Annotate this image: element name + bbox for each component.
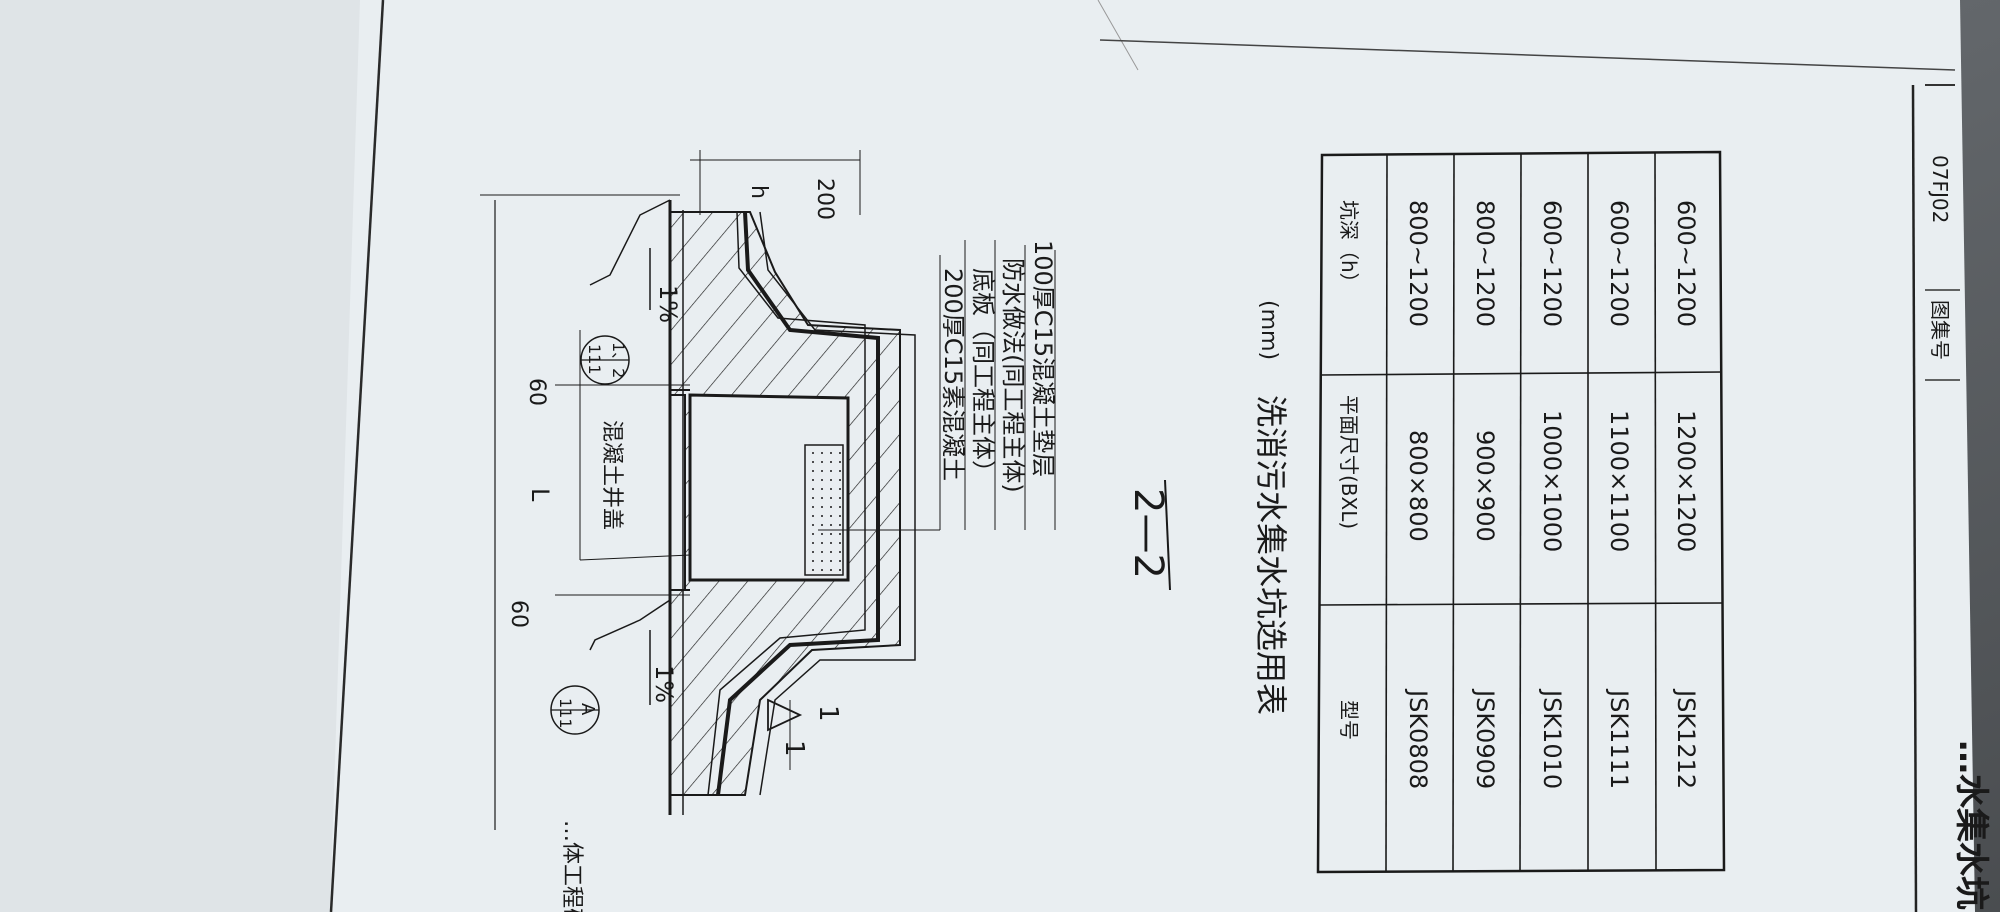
dim-200: 200 xyxy=(812,178,837,220)
table-cell: 800×800 xyxy=(1404,430,1432,542)
layer-note-3: 防水做法(同工程主体) xyxy=(999,258,1027,493)
table-header-depth: 坑深（h） xyxy=(1337,200,1361,293)
ref-a-top: A xyxy=(577,703,598,716)
selection-table: 洗消污水集水坑选用表 (mm) 型号 平面尺寸(BXL) 坑深（h） JSK08… xyxy=(1252,150,1726,874)
atlas-label: 图集号 xyxy=(1928,300,1952,360)
page-shadow xyxy=(0,0,360,912)
edge-note: …体工程确定 xyxy=(559,820,584,912)
table-cell: 600~1200 xyxy=(1538,200,1566,327)
waterproof-layer xyxy=(716,211,880,796)
table-cell: 600~1200 xyxy=(1605,200,1633,327)
table-unit: (mm) xyxy=(1256,300,1281,360)
dim-slope-top: 1% xyxy=(654,285,682,323)
table-cell: 800~1200 xyxy=(1471,200,1499,327)
section-drawing xyxy=(480,150,1171,830)
table-cell: 900×900 xyxy=(1471,430,1499,542)
atlas-number: 07FJ02 xyxy=(1928,155,1952,223)
dim-60-bottom: 60 xyxy=(506,600,531,628)
table-cell: 600~1200 xyxy=(1672,200,1700,327)
cover-label: 混凝土井盖 xyxy=(599,420,624,530)
dim-depth: h xyxy=(746,185,771,199)
title-block-border xyxy=(1911,84,1918,912)
section-name: 2—2 xyxy=(1125,488,1171,579)
table-cell: 1200×1200 xyxy=(1672,410,1700,552)
dim-span: L xyxy=(526,488,554,502)
ref-12-top: 1、2 xyxy=(609,342,628,378)
table-cell: 1100×1100 xyxy=(1605,410,1633,552)
table-cell: 800~1200 xyxy=(1404,200,1432,327)
cover-block xyxy=(804,444,844,576)
dim-60-top: 60 xyxy=(524,378,549,406)
inner-frame-line xyxy=(329,0,385,912)
table-cell: JSK1111 xyxy=(1605,688,1633,789)
ref-a-bottom: 111 xyxy=(556,698,575,729)
layer-notes: 200厚C15素混凝土 底板（同工程主体） 防水做法(同工程主体) 100厚C1… xyxy=(939,240,1057,493)
sheet-title: …水集水坑 xyxy=(1951,740,1991,910)
table-header-model: 型号 xyxy=(1337,700,1361,740)
section-mark-1: 1 xyxy=(779,740,809,757)
table-header-size: 平面尺寸(BXL) xyxy=(1337,395,1361,529)
table-cell: JSK0909 xyxy=(1471,688,1499,789)
layer-note-4: 100厚C15混凝土垫层 xyxy=(1029,240,1057,477)
table-title: 洗消污水集水坑选用表 xyxy=(1252,395,1290,715)
section-marker xyxy=(767,698,803,732)
layer-note-2: 底板（同工程主体） xyxy=(969,268,997,484)
section-mark-1b: 1 xyxy=(813,705,843,722)
table-cell: JSK0808 xyxy=(1404,688,1432,789)
dim-slope-bottom: 1% xyxy=(650,665,678,703)
layer-note-1: 200厚C15素混凝土 xyxy=(939,268,967,481)
ref-12-bottom: 111 xyxy=(585,344,604,375)
table-cell: JSK1010 xyxy=(1538,688,1566,789)
table-cell: JSK1212 xyxy=(1672,688,1700,789)
table-cell: 1000×1000 xyxy=(1538,410,1566,552)
